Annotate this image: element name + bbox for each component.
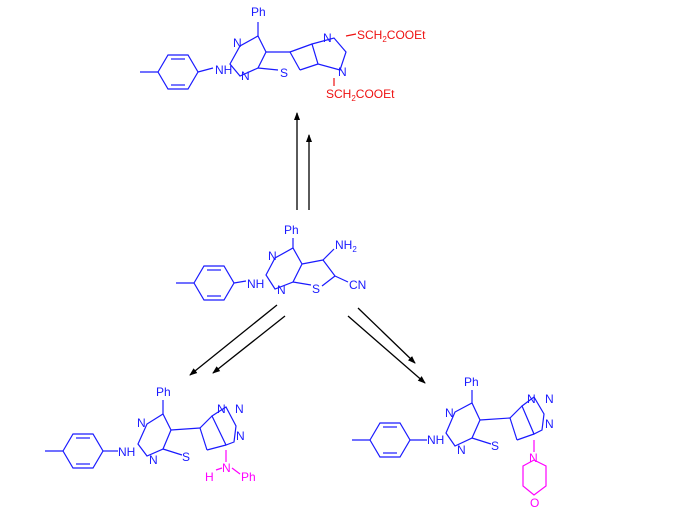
arrow-left-2: [212, 315, 286, 374]
left-pyr-n1: N: [137, 416, 146, 430]
start-ph-label: Ph: [284, 223, 299, 237]
right-triazine-n3: N: [545, 417, 554, 431]
left-anilino-h: H: [205, 470, 214, 484]
top-pyr2-n2: N: [338, 65, 347, 79]
right-morpholine-o: O: [530, 496, 539, 510]
right-triazine-n1: N: [527, 392, 536, 406]
right-triazine-n2: N: [545, 392, 554, 406]
left-anilino-n: N: [222, 461, 231, 475]
top-substituent-2: SCH2COOEt: [326, 87, 395, 103]
reaction-arrows: [189, 112, 426, 384]
start-cyano-group: CN: [349, 278, 366, 292]
right-pyr-n1: N: [445, 406, 454, 420]
left-product: Ph N N NH S N N N N H Ph: [45, 385, 256, 484]
right-thiophene-s: S: [491, 439, 499, 453]
left-triazine-n1: N: [217, 402, 226, 416]
top-nh-label: NH: [215, 63, 232, 77]
start-nh-label: NH: [247, 277, 264, 291]
left-triazine-n3: N: [236, 429, 245, 443]
right-nh-label: NH: [427, 433, 444, 447]
top-substituent-1: SCH2COOEt: [357, 28, 426, 44]
top-product: Ph N N NH S N N SCH2COOEt SCH2COOEt: [140, 5, 426, 103]
arrow-left-1: [189, 304, 278, 376]
start-amino-group: NH2: [335, 238, 357, 254]
start-pyr-n2: N: [277, 283, 286, 297]
left-triazine-n2: N: [235, 402, 244, 416]
top-thiophene-s: S: [280, 66, 288, 80]
starting-material: Ph NH2 N N NH S CN: [176, 223, 366, 301]
top-ph-label: Ph: [251, 5, 266, 19]
top-pyr2-n1: N: [323, 31, 332, 45]
left-ph-label: Ph: [156, 385, 171, 399]
arrow-right-2: [347, 315, 426, 384]
right-product: Ph N N NH S N N N N O: [352, 375, 554, 510]
top-pyr-n2: N: [241, 69, 250, 83]
start-thiophene-s: S: [312, 282, 320, 296]
left-thiophene-s: S: [182, 450, 190, 464]
right-pyr-n2: N: [457, 443, 466, 457]
start-pyr-n1: N: [268, 249, 277, 263]
right-morpholine-n: N: [529, 451, 538, 465]
arrow-right-1: [357, 307, 416, 364]
right-ph-label: Ph: [464, 375, 479, 389]
left-nh-label: NH: [118, 445, 135, 459]
left-anilino-ph: Ph: [241, 470, 256, 484]
top-pyr-n1: N: [233, 36, 242, 50]
left-pyr-n2: N: [149, 453, 158, 467]
